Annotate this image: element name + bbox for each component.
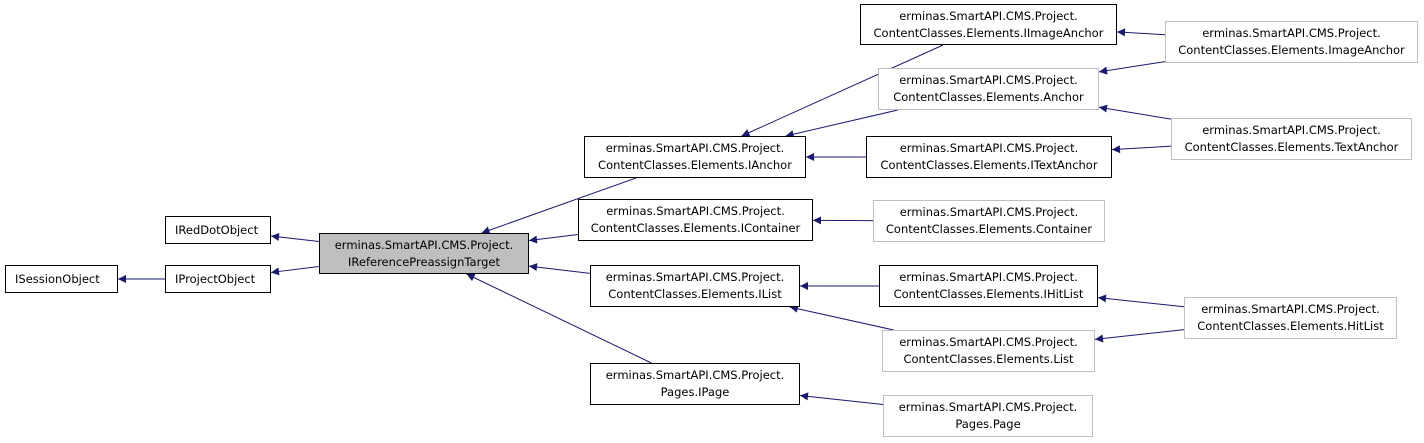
node-label-line2: ContentClasses.Elements.IHitList: [893, 287, 1084, 301]
edge-icontainer-to-target: [528, 234, 579, 244]
node-label-line2: IReferencePreassignTarget: [348, 254, 500, 269]
node-label-line1: erminas.SmartAPI.CMS.Project.: [899, 8, 1078, 23]
node-label-line2: ContentClasses.Elements.IList: [608, 287, 782, 301]
node-page[interactable]: erminas.SmartAPI.CMS.Project. Pages.Page: [883, 395, 1093, 437]
node-textanchor[interactable]: erminas.SmartAPI.CMS.Project. ContentCla…: [1171, 118, 1412, 160]
node-anchor[interactable]: erminas.SmartAPI.CMS.Project. ContentCla…: [878, 68, 1099, 110]
node-label-line2: ContentClasses.Elements.ImageAnchor: [1178, 43, 1405, 57]
edge-anchor-to-ianchor: [785, 109, 898, 139]
edge-target-to-iprojectobject: [270, 266, 320, 276]
edge-ianchor-to-target: [481, 177, 637, 235]
node-ilist[interactable]: erminas.SmartAPI.CMS.Project. ContentCla…: [590, 265, 800, 307]
node-label-line2: ContentClasses.Elements.List: [903, 352, 1074, 366]
node-label-line1: erminas.SmartAPI.CMS.Project.: [606, 204, 785, 218]
node-ianchor[interactable]: erminas.SmartAPI.CMS.Project. ContentCla…: [584, 136, 806, 178]
node-label-line1: erminas.SmartAPI.CMS.Project.: [334, 237, 514, 252]
node-label: IProjectObject: [175, 271, 256, 286]
node-iimageanchor[interactable]: erminas.SmartAPI.CMS.Project. ContentCla…: [860, 4, 1117, 45]
edge-ilist-to-target: [528, 263, 591, 274]
node-label-line1: erminas.SmartAPI.CMS.Project.: [899, 141, 1079, 155]
node-label-line1: erminas.SmartAPI.CMS.Project.: [898, 400, 1078, 414]
node-label-line1: erminas.SmartAPI.CMS.Project.: [1202, 123, 1381, 137]
node-label-line1: erminas.SmartAPI.CMS.Project.: [899, 73, 1078, 87]
node-label-line1: erminas.SmartAPI.CMS.Project.: [899, 270, 1078, 284]
node-ihitlist[interactable]: erminas.SmartAPI.CMS.Project. ContentCla…: [879, 265, 1098, 307]
node-label-line2: ContentClasses.Elements.TextAnchor: [1184, 140, 1399, 154]
edge-textanchor-to-anchor: [1098, 104, 1172, 120]
node-label-line2: Pages.Page: [955, 417, 1021, 431]
node-isessionobject[interactable]: ISessionObject: [5, 265, 118, 293]
node-label-line2: ContentClasses.Elements.HitList: [1197, 319, 1384, 333]
node-label-line2: ContentClasses.Elements.IAnchor: [598, 158, 792, 172]
node-label-line2: Pages.IPage: [660, 385, 730, 399]
node-imageanchor[interactable]: erminas.SmartAPI.CMS.Project. ContentCla…: [1165, 21, 1418, 63]
node-label-line2: ContentClasses.Elements.Anchor: [893, 90, 1084, 104]
node-ipage[interactable]: erminas.SmartAPI.CMS.Project. Pages.IPag…: [590, 363, 800, 405]
edge-list-to-ilist: [789, 304, 894, 331]
edge-imageanchor-to-anchor: [1098, 61, 1166, 75]
edge-imageanchor-to-iimageanchor: [1116, 28, 1166, 37]
edge-ipage-to-target: [466, 273, 652, 364]
node-label-line1: erminas.SmartAPI.CMS.Project.: [605, 141, 785, 155]
node-label-line1: erminas.SmartAPI.CMS.Project.: [605, 270, 785, 284]
node-container[interactable]: erminas.SmartAPI.CMS.Project. ContentCla…: [873, 200, 1105, 242]
node-label: ISessionObject: [15, 271, 100, 286]
node-hitlist[interactable]: erminas.SmartAPI.CMS.Project. ContentCla…: [1184, 297, 1397, 339]
node-label-line2: ContentClasses.Elements.IImageAnchor: [873, 25, 1104, 40]
node-ireferencepreassigntarget[interactable]: erminas.SmartAPI.CMS.Project. IReference…: [319, 233, 529, 274]
node-label-line2: ContentClasses.Elements.IContainer: [590, 221, 801, 235]
node-label-line1: erminas.SmartAPI.CMS.Project.: [1202, 26, 1381, 40]
edge-target-to-iredDotObject: [270, 232, 320, 243]
node-label-line2: ContentClasses.Elements.Container: [885, 222, 1093, 236]
node-itextanchor[interactable]: erminas.SmartAPI.CMS.Project. ContentCla…: [866, 136, 1112, 178]
node-list[interactable]: erminas.SmartAPI.CMS.Project. ContentCla…: [882, 330, 1095, 372]
node-ireddotobject[interactable]: IRedDotObject: [165, 216, 271, 244]
node-label-line1: erminas.SmartAPI.CMS.Project.: [605, 368, 785, 382]
node-label-line1: erminas.SmartAPI.CMS.Project.: [1201, 302, 1380, 316]
edge-hitlist-to-ihitlist: [1097, 294, 1185, 308]
edge-iimageanchor-to-ianchor: [741, 44, 944, 137]
node-label-line1: erminas.SmartAPI.CMS.Project.: [899, 205, 1079, 219]
node-icontainer[interactable]: erminas.SmartAPI.CMS.Project. ContentCla…: [578, 199, 813, 241]
node-label-line2: ContentClasses.Elements.ITextAnchor: [880, 158, 1098, 172]
node-iprojectobject[interactable]: IProjectObject: [165, 265, 271, 293]
edge-textanchor-to-itextanchor: [1111, 145, 1172, 154]
edge-page-to-ipage: [799, 392, 884, 406]
node-label-line1: erminas.SmartAPI.CMS.Project.: [899, 335, 1078, 349]
node-label: IRedDotObject: [175, 222, 259, 237]
edge-hitlist-to-list: [1094, 329, 1185, 343]
